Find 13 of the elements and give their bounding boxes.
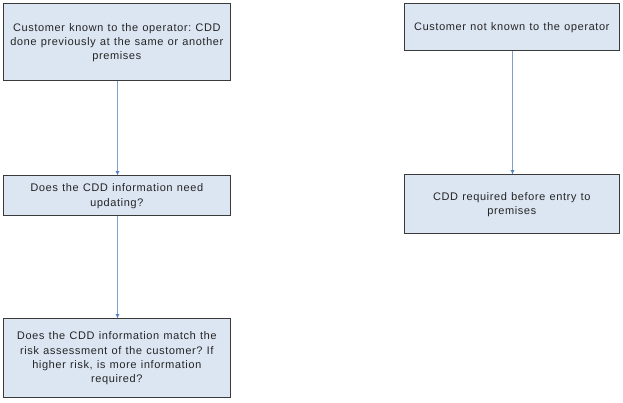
process-box: [3, 175, 231, 216]
box-text: Does the CDD information match the risk assessment of the customer? If higher risk, is more information required?: [16, 329, 218, 387]
box-text: Customer known to the operator: CDD done previously at the same or another premises: [9, 20, 225, 64]
process-box: [404, 3, 620, 51]
arrow: [116, 80, 120, 176]
box-text: Does the CDD information need updating?: [29, 181, 205, 210]
box-text: CDD required before entry to premises: [432, 190, 592, 218]
process-box: [3, 318, 231, 398]
box-text: Customer not known to the operator: [414, 20, 610, 34]
process-box: [3, 3, 231, 81]
process-box: [404, 174, 620, 234]
arrow: [116, 216, 120, 318]
arrow: [510, 50, 514, 174]
